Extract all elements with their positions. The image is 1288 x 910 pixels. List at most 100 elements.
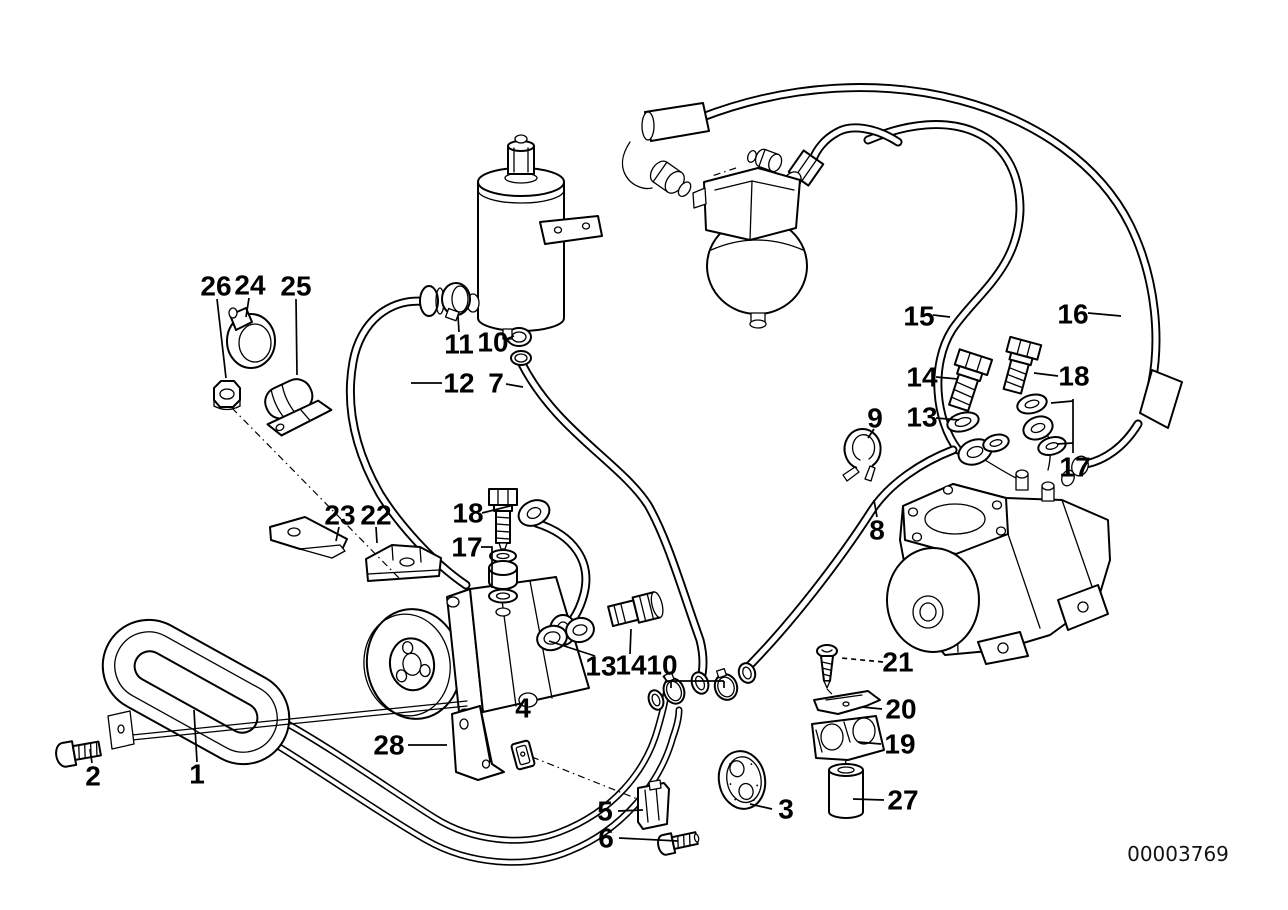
part-label-18-pump: 18 [452,498,483,529]
leader-line-15 [932,314,951,318]
leader-line-9 [867,428,875,439]
sealing-washers-17-pump [488,549,518,604]
sleeve-27 [828,763,864,819]
leader-line-1 [193,709,198,763]
banjo-bolt-18 [1002,335,1043,395]
hose-clamp-10-a [662,672,686,705]
leader-line-11 [457,315,460,333]
part-label-6: 6 [598,823,614,854]
part-label-10-low: 10 [646,650,677,681]
leader-line-6 [618,837,679,842]
part-label-14-pump: 14 [615,650,647,681]
leader-line-23 [335,526,340,542]
leader-line-8 [873,499,878,518]
leader-line-16 [1087,312,1122,317]
oil-cooler-coil [101,618,468,766]
leader-line-17-top [1056,442,1074,445]
pressure-accumulator [692,167,808,329]
leader-line-17-top [1050,400,1074,404]
part-label-1: 1 [189,759,205,790]
pipe-clip-25 [264,378,333,437]
banjo-bolt-18-pump [488,488,518,550]
reservoir-cap [507,134,535,175]
part-label-4: 4 [515,693,531,724]
hose16-end-fitting [1061,369,1183,487]
hose-clamp-10-b [713,667,739,701]
hex-nut-26 [213,380,241,411]
banjo-eye-pump [517,499,551,527]
part-label-12: 12 [443,368,474,399]
part-label-19: 19 [884,729,915,760]
leader-line-22 [375,526,378,544]
gear-mounting-feet [977,584,1109,665]
rubber-pad-28 [510,739,536,771]
part-label-8: 8 [869,515,885,546]
part-label-13-top: 13 [906,402,937,433]
hose-clamp-24 [226,307,276,369]
damper-block-19 [811,715,885,775]
part-label-26: 26 [200,271,231,302]
coil-mounting-strip [107,700,468,750]
part-label-9: 9 [867,403,883,434]
part-label-21: 21 [882,647,913,678]
reservoir-bracket [539,215,603,245]
leader-line-21 [840,657,884,663]
mounting-axis-line [231,407,401,580]
hex-bolt-6 [657,831,700,856]
hose16-sleeve-fitting [621,102,710,198]
suction-hose-12 [350,285,466,585]
part-label-7: 7 [488,368,504,399]
hose-clamp-11 [441,282,471,322]
sealing-washers-13 [946,411,1010,453]
leader-line-2 [89,748,93,764]
leader-line-25 [295,298,298,376]
gear-sector-housing [886,547,980,653]
part-label-15: 15 [903,301,934,332]
part-label-25: 25 [280,271,311,302]
leader-line-14-top [935,376,959,380]
leader-line-14-pump [629,628,632,655]
clip-plate-20 [813,690,881,715]
leader-line-10-top [503,335,515,341]
part-label-11: 11 [444,329,474,360]
leader-line-7 [505,383,524,388]
leader-line-26 [216,298,227,379]
leader-line-13-pump [548,640,596,657]
leader-line-17-pump [481,546,493,588]
bracket-23 [269,516,348,559]
union-fitting-14-pump [536,591,664,652]
steering-gear-box [886,469,1111,665]
hose15-stub-fitting [711,148,783,177]
leader-line-18-pump [481,504,515,514]
part-label-18-top: 18 [1058,361,1089,392]
part-label-17-top: 17 [1059,452,1090,483]
power-steering-pump [363,576,590,722]
part-label-2: 2 [85,761,101,792]
part-label-17-pump: 17 [451,532,482,563]
grommet-3 [717,750,767,810]
clip-5 [637,779,670,830]
bracket-22 [365,544,442,582]
part-label-14-top: 14 [906,362,938,393]
banjo-bolt-14 [948,348,994,412]
part-label-27: 27 [887,785,918,816]
hose-clamp-10-reservoir [502,327,532,366]
leader-line-3 [749,803,773,810]
part-label-20: 20 [885,694,916,725]
part-label-3: 3 [778,794,794,825]
oil-reservoir [441,134,603,366]
part-label-22: 22 [360,500,391,531]
leader-line-27 [852,798,885,801]
junction-clamps-10 [647,662,757,711]
gear-inlet-ports [1015,469,1055,502]
leader-line-10-low [662,675,724,682]
screw-21 [816,644,844,707]
plate-number: 00003769 [1127,842,1229,866]
accumulator-valve-block [703,167,801,241]
part-label-28: 28 [373,730,404,761]
part-label-23: 23 [324,500,355,531]
part-label-5: 5 [597,796,613,827]
part-label-24: 24 [234,270,266,301]
hex-bolt-2 [55,740,102,768]
